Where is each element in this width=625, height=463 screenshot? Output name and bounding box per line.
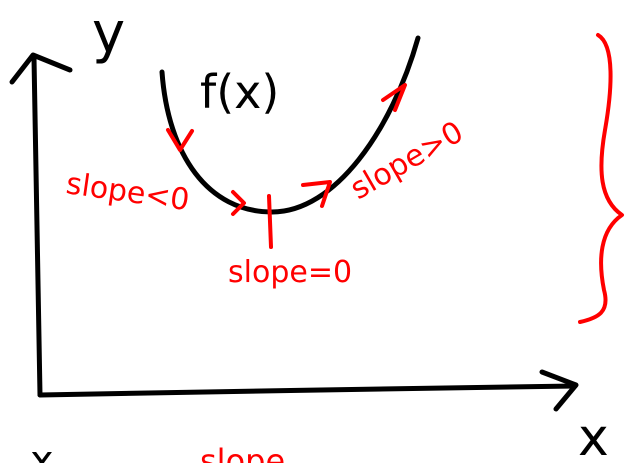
y-axis-arrowhead — [9, 52, 73, 85]
bottom-cutoff-x: x — [30, 438, 54, 463]
upper-positive-arrow — [381, 83, 407, 112]
zero-slope-marker — [231, 190, 273, 249]
x-axis — [37, 383, 578, 398]
negative-slope-arrow — [166, 128, 194, 152]
y-axis — [31, 55, 43, 398]
function-label: f(x) — [200, 65, 279, 119]
x-axis-label: x — [578, 408, 609, 463]
x-axis-arrowhead — [539, 369, 579, 412]
bottom-cutoff-slope: slope — [200, 442, 285, 463]
positive-slope-label: slope>0 — [345, 115, 470, 207]
positive-slope-arrow — [301, 180, 332, 208]
negative-slope-label: slope<0 — [64, 166, 192, 218]
y-axis-label: y — [92, 1, 125, 66]
zero-slope-label: slope=0 — [228, 255, 352, 290]
right-curly-brace — [578, 33, 624, 324]
